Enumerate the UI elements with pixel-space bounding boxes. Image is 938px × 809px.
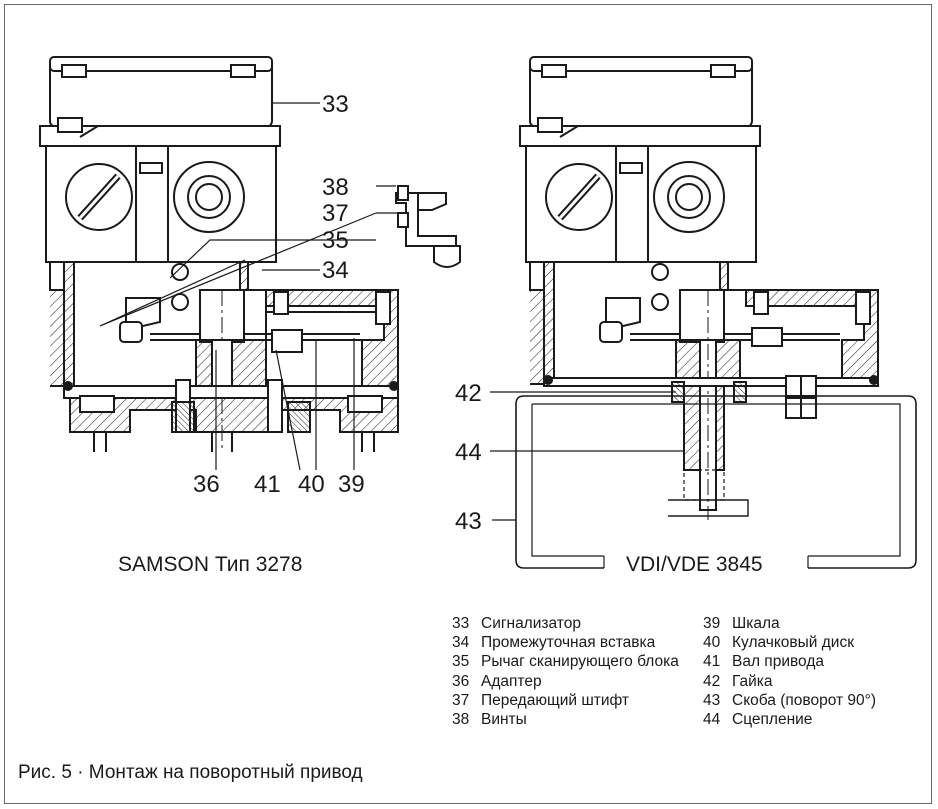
figure-frame [4,4,932,804]
callout-42: 42 [455,380,482,407]
callout-34: 34 [322,257,349,284]
callout-43: 43 [455,508,482,535]
callout-35: 35 [322,227,349,254]
callout-40: 40 [298,471,325,498]
figure-label-vdi: VDI/VDE 3845 [626,553,763,576]
device-samson-3278 [39,56,461,452]
callout-leaders-left [99,102,406,471]
device-vdi-vde-3845 [515,56,917,569]
callout-numbers-right: 42 44 43 [455,380,482,535]
figure-label-samson: SAMSON Тип 3278 [118,553,303,576]
callout-numbers-left: 33 38 37 35 34 36 41 40 39 [193,91,365,498]
figure-caption: Рис. 5 · Монтаж на поворотный привод [18,762,363,783]
callout-41: 41 [254,471,281,498]
callout-37: 37 [322,200,349,227]
callout-33: 33 [322,91,349,118]
callout-leaders-right [490,391,684,521]
callout-39: 39 [338,471,365,498]
callout-36: 36 [193,471,220,498]
callout-44: 44 [455,439,482,466]
callout-38: 38 [322,174,349,201]
